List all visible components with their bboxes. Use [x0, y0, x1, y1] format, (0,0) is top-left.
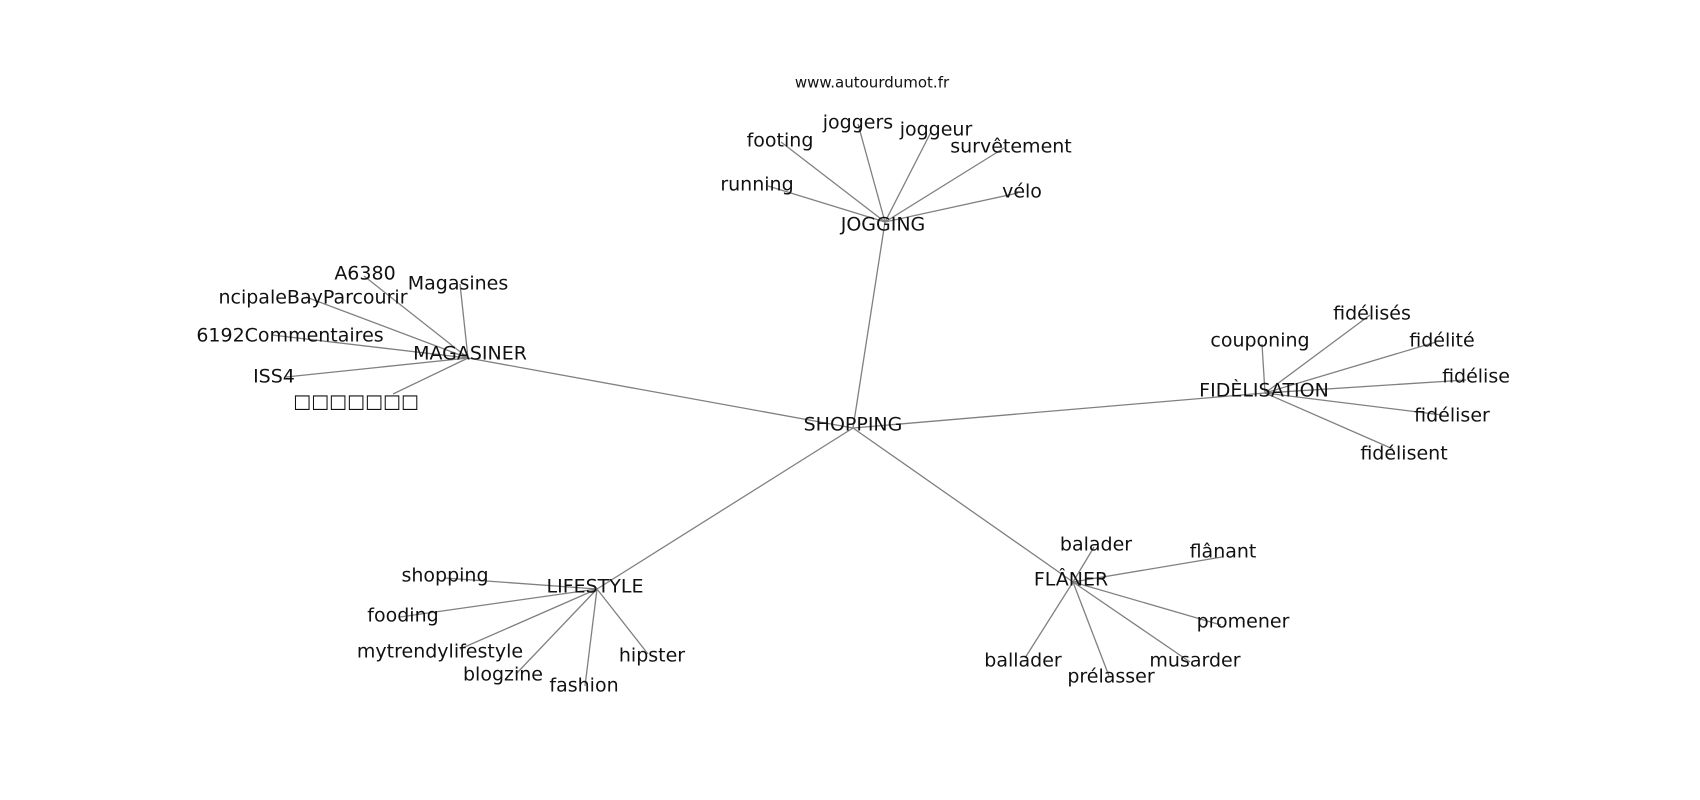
- edge-magasiner-leaf-3: [271, 334, 469, 359]
- edge-magasiner-leaf-4: [285, 357, 469, 378]
- leaf-node-label[interactable]: fooding: [367, 605, 438, 627]
- leaf-node-label[interactable]: ballader: [984, 650, 1062, 672]
- hub-node-label-magasiner[interactable]: MAGASINER: [413, 343, 527, 365]
- edge-magasiner-leaf-2: [305, 296, 469, 359]
- edge-fidelisation-leaf-1: [1264, 314, 1371, 394]
- leaf-node-label[interactable]: fidélité: [1409, 330, 1474, 352]
- leaf-node-label[interactable]: running: [720, 174, 793, 196]
- leaf-node-label[interactable]: □□□□□□□: [293, 391, 419, 413]
- edge-layer: [271, 123, 1467, 687]
- edge-jogging-leaf-1: [780, 141, 886, 223]
- edge-magasiner-leaf-0: [363, 275, 469, 359]
- edge-jogging-leaf-4: [884, 147, 1005, 223]
- label-layer: SHOPPING JOGGING running footing joggers jogg…: [196, 112, 1510, 697]
- edge-flaner-leaf-4: [1072, 581, 1110, 677]
- leaf-node-label[interactable]: prélasser: [1067, 666, 1155, 688]
- leaf-node-label[interactable]: joggeur: [899, 119, 973, 141]
- edge-jogging-leaf-5: [884, 192, 1019, 223]
- hub-node-label-jogging[interactable]: JOGGING: [840, 214, 926, 236]
- edge-center-flaner: [852, 427, 1074, 583]
- edge-lifestyle-leaf-5: [596, 588, 649, 655]
- leaf-node-label[interactable]: fidélisent: [1360, 443, 1447, 465]
- leaf-node-label[interactable]: vélo: [1002, 181, 1042, 203]
- leaf-node-label[interactable]: flânant: [1190, 541, 1257, 563]
- leaf-node-label[interactable]: footing: [747, 130, 814, 152]
- edge-fidelisation-leaf-3: [1264, 379, 1467, 394]
- edge-flaner-leaf-0: [1072, 546, 1095, 583]
- leaf-node-label[interactable]: musarder: [1149, 650, 1240, 672]
- leaf-node-label[interactable]: ISS4: [253, 366, 295, 388]
- leaf-node-label[interactable]: A6380: [334, 263, 395, 285]
- edge-center-fidelisation: [852, 392, 1266, 429]
- leaf-node-label[interactable]: survêtement: [950, 136, 1072, 158]
- leaf-node-label[interactable]: couponing: [1210, 330, 1309, 352]
- edge-lifestyle-leaf-2: [459, 588, 598, 650]
- edge-fidelisation-leaf-5: [1264, 392, 1394, 450]
- edge-flaner-leaf-5: [1024, 581, 1074, 659]
- leaf-node-label[interactable]: mytrendylifestyle: [357, 641, 523, 663]
- leaf-node-label[interactable]: blogzine: [463, 664, 543, 686]
- edge-center-magasiner: [467, 357, 854, 429]
- edge-center-jogging: [852, 221, 886, 429]
- edge-magasiner-leaf-5: [392, 357, 469, 395]
- leaf-node-label[interactable]: fidélisés: [1333, 303, 1411, 325]
- edge-fidelisation-leaf-4: [1264, 392, 1443, 416]
- leaf-node-label[interactable]: promener: [1197, 611, 1290, 633]
- edge-flaner-leaf-1: [1072, 556, 1223, 583]
- edge-flaner-leaf-3: [1072, 581, 1191, 663]
- edge-lifestyle-leaf-1: [399, 588, 598, 618]
- leaf-node-label[interactable]: ncipaleBayParcourir: [218, 287, 407, 309]
- leaf-node-label[interactable]: balader: [1060, 534, 1132, 556]
- watermark-text: www.autourdumot.fr: [795, 74, 950, 92]
- leaf-node-label[interactable]: hipster: [619, 645, 685, 667]
- leaf-node-label[interactable]: fidéliser: [1414, 405, 1490, 427]
- leaf-node-label[interactable]: fashion: [549, 675, 618, 697]
- edge-jogging-leaf-3: [884, 131, 932, 223]
- center-node-label[interactable]: SHOPPING: [804, 414, 903, 436]
- edge-jogging-leaf-0: [767, 185, 886, 223]
- hub-node-label-lifestyle[interactable]: LIFESTYLE: [547, 576, 644, 598]
- edge-fidelisation-leaf-0: [1261, 343, 1266, 394]
- edge-magasiner-leaf-1: [459, 283, 469, 359]
- hub-node-label-flaner[interactable]: FLÂNER: [1034, 568, 1108, 591]
- edge-lifestyle-leaf-3: [515, 588, 598, 675]
- edge-flaner-leaf-2: [1072, 581, 1222, 626]
- leaf-node-label[interactable]: Magasines: [408, 273, 509, 295]
- edge-lifestyle-leaf-0: [444, 577, 598, 590]
- leaf-node-label[interactable]: shopping: [401, 565, 488, 587]
- edge-center-lifestyle: [596, 427, 854, 590]
- leaf-node-label[interactable]: fidélise: [1442, 366, 1510, 388]
- edge-lifestyle-leaf-4: [584, 588, 598, 687]
- edge-fidelisation-leaf-2: [1264, 341, 1437, 394]
- edge-jogging-leaf-2: [857, 123, 886, 223]
- leaf-node-label[interactable]: joggers: [822, 112, 893, 134]
- hub-node-label-fidelisation[interactable]: FIDÈLISATION: [1199, 379, 1329, 402]
- leaf-node-label[interactable]: 6192Commentaires: [196, 325, 383, 347]
